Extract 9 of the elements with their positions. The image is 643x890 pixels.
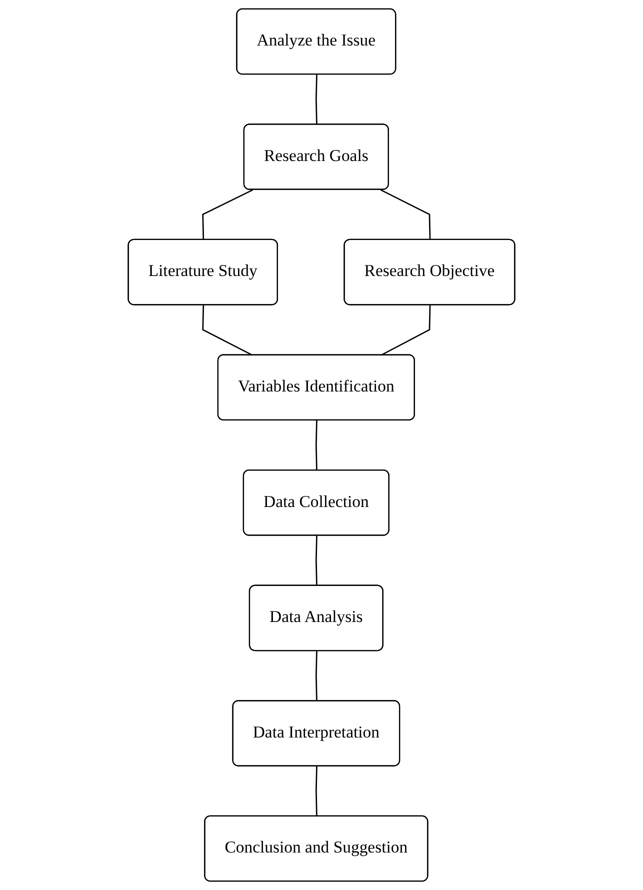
connector — [202, 305, 253, 356]
connector — [380, 305, 431, 356]
connector — [316, 651, 318, 702]
connector — [316, 766, 318, 816]
connector — [316, 536, 318, 586]
connector — [316, 420, 318, 471]
connector — [380, 189, 431, 240]
connector — [316, 74, 318, 125]
connector — [202, 189, 253, 240]
